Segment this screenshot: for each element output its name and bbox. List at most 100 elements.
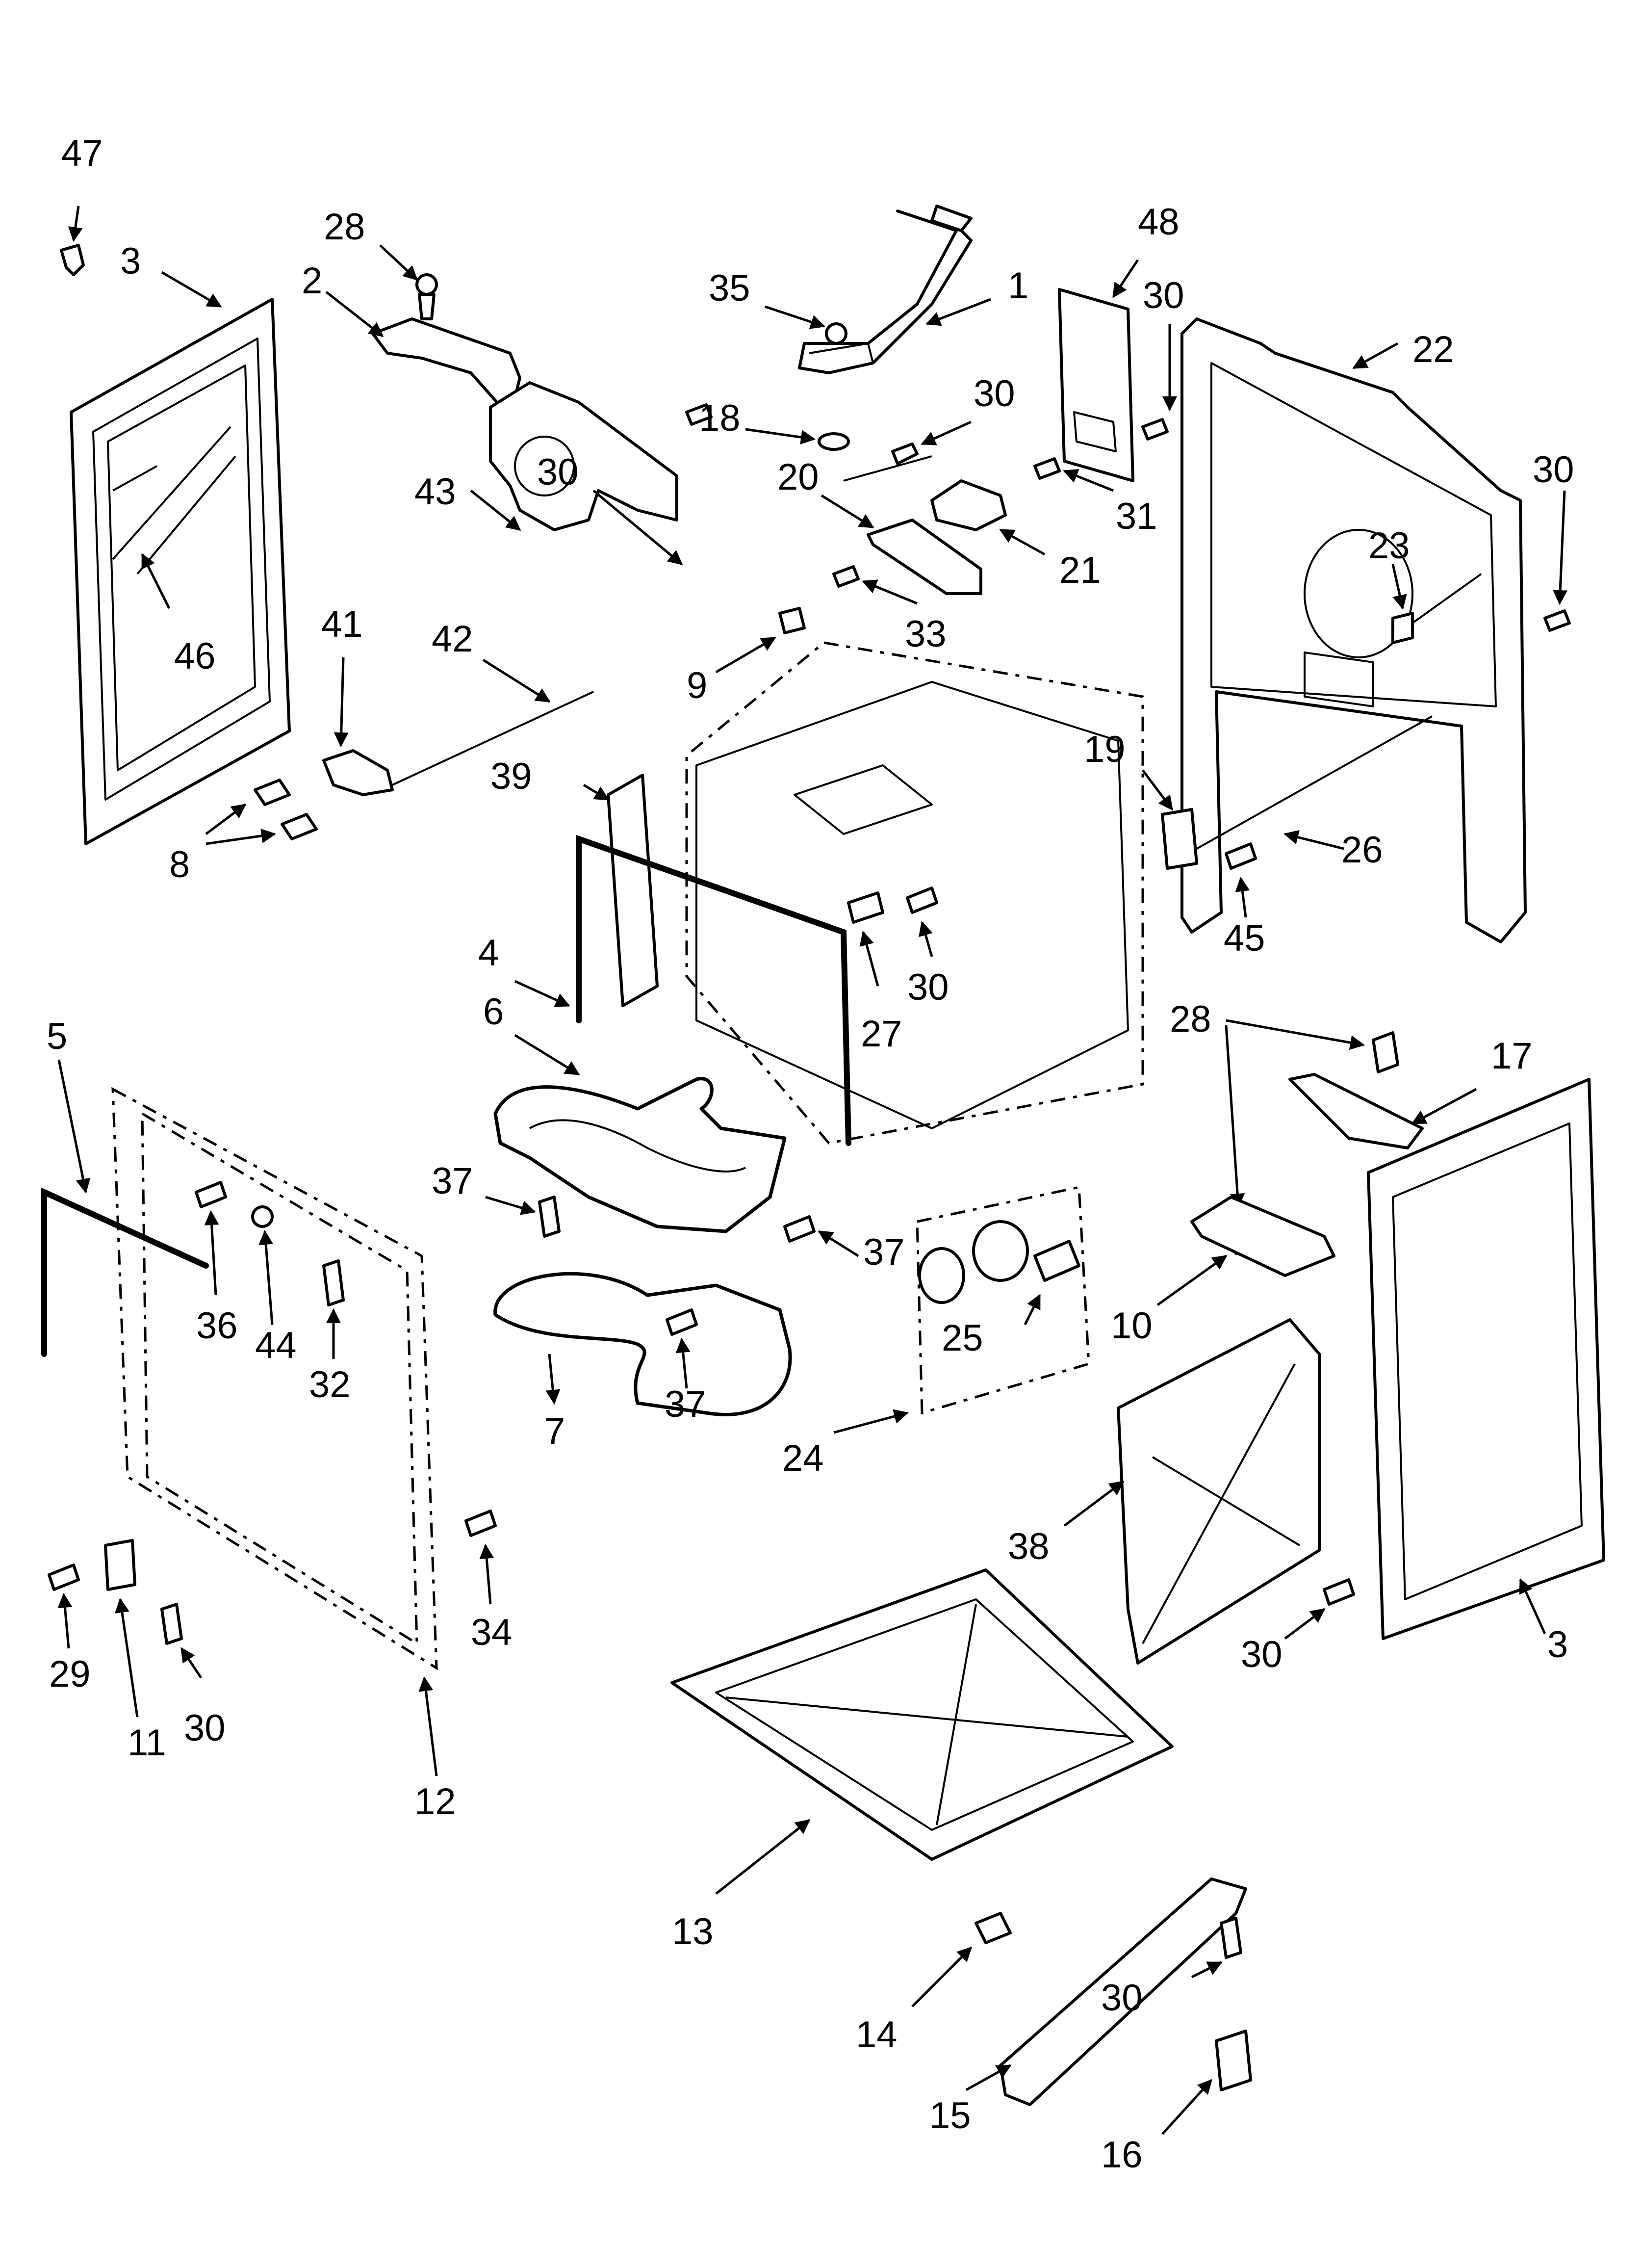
screw-34 [464, 1510, 497, 1605]
callout-26: 26 [1341, 829, 1383, 871]
callout-46: 46 [174, 635, 216, 677]
callout-42: 42 [432, 618, 473, 660]
light-25 [918, 1220, 1080, 1326]
callout-7: 7 [544, 1410, 565, 1452]
clip-9 [715, 607, 806, 674]
callout-35: 35 [709, 267, 750, 309]
bottom-tray-13 [670, 1568, 1174, 1895]
callout-28: 28 [324, 206, 365, 248]
callout-23: 23 [1368, 525, 1410, 567]
screw-30-43 [592, 403, 713, 565]
bracket-17 [1288, 1073, 1477, 1149]
part-23 [1391, 564, 1482, 644]
callout-11: 11 [128, 1722, 166, 1764]
vent-duct-1 [745, 205, 991, 451]
oven-cavity [685, 641, 1144, 1145]
callout-37: 37 [432, 1160, 473, 1202]
callout-20: 20 [777, 456, 819, 498]
callout-18: 18 [699, 397, 741, 439]
callout-34: 34 [471, 1612, 513, 1653]
screw-30-27 [906, 886, 938, 957]
callout-10: 10 [1111, 1305, 1153, 1347]
wire-42 [392, 658, 594, 786]
leveling-leg-16 [1161, 2030, 1252, 2135]
bracket-19 [1142, 769, 1198, 870]
callout-30: 30 [1533, 449, 1574, 491]
screw-30-38 [1284, 1578, 1355, 1640]
callout-44: 44 [255, 1325, 297, 1366]
callout-30: 30 [537, 451, 579, 493]
callout-15: 15 [929, 2095, 971, 2137]
bake-element-7 [493, 1272, 792, 1416]
callout-16: 16 [1101, 2134, 1143, 2176]
callout-6: 6 [483, 991, 504, 1033]
callout-30: 30 [974, 373, 1015, 415]
callout-21: 21 [1059, 549, 1101, 591]
wire-26 [1196, 715, 1433, 850]
side-panel-left-3 [70, 271, 291, 845]
screws-29-11-30 [48, 1539, 203, 1718]
bracket-21 [843, 455, 1046, 556]
callout-30: 30 [1241, 1634, 1283, 1675]
back-panel-22 [1180, 317, 1527, 943]
clip-47 [60, 206, 85, 276]
rod-5 [41, 1059, 209, 1357]
callout-30: 30 [1143, 275, 1184, 316]
callout-17: 17 [1491, 1035, 1533, 1077]
callout-39: 39 [490, 756, 532, 797]
bracket-2 [325, 244, 521, 418]
callout-28: 28 [1170, 998, 1211, 1040]
callout-43: 43 [414, 471, 456, 513]
leader-46 [141, 553, 171, 609]
screws-37 [485, 1196, 859, 1389]
callout-30: 30 [1101, 1977, 1143, 2019]
callout-37: 37 [665, 1383, 706, 1425]
callout-36: 36 [196, 1305, 238, 1347]
callout-48: 48 [1138, 201, 1180, 243]
screw-45 [1225, 842, 1257, 918]
switch-41 [322, 657, 394, 796]
callout-41: 41 [321, 603, 363, 645]
callout-13: 13 [672, 1911, 714, 1953]
callout-12: 12 [414, 1781, 456, 1823]
callout-14: 14 [856, 2014, 898, 2056]
callout-45: 45 [1224, 917, 1265, 959]
callout-4: 4 [478, 932, 499, 974]
screw-30-top [891, 324, 1177, 492]
screw-30-15 [1191, 1917, 1242, 1979]
callout-27: 27 [861, 1013, 902, 1055]
callout-3: 3 [120, 240, 141, 282]
callout-9: 9 [687, 665, 708, 706]
panel-39 [583, 774, 659, 1007]
callout-5: 5 [47, 1016, 68, 1057]
callout-8: 8 [169, 844, 190, 886]
screws-36-44-32 [195, 1181, 345, 1359]
callout-30: 30 [907, 966, 949, 1008]
callout-19: 19 [1084, 729, 1126, 770]
callout-38: 38 [1008, 1526, 1050, 1567]
callout-1: 1 [1008, 265, 1029, 307]
callout-3: 3 [1547, 1624, 1568, 1666]
callout-37: 37 [863, 1231, 905, 1273]
callout-24: 24 [782, 1437, 824, 1479]
callout-31: 31 [1116, 495, 1157, 537]
clip-14 [911, 1912, 1012, 2007]
side-panel-right-3 [1367, 1078, 1605, 1640]
callout-29: 29 [49, 1653, 91, 1695]
sensor-27 [847, 891, 884, 987]
rod-4 [514, 834, 851, 1146]
broil-element-6 [493, 1034, 787, 1233]
rail-15 [965, 1877, 1247, 2106]
bracket-10 [1156, 1196, 1335, 1306]
screw-33 [832, 565, 918, 605]
screws-8 [205, 779, 318, 845]
bracket-20 [821, 494, 982, 595]
callout-33: 33 [905, 613, 947, 655]
callout-47: 47 [61, 132, 103, 174]
light-box-24 [833, 1185, 1090, 1434]
panel-48 [1058, 259, 1139, 482]
callout-25: 25 [942, 1317, 983, 1359]
callout-32: 32 [309, 1364, 351, 1406]
